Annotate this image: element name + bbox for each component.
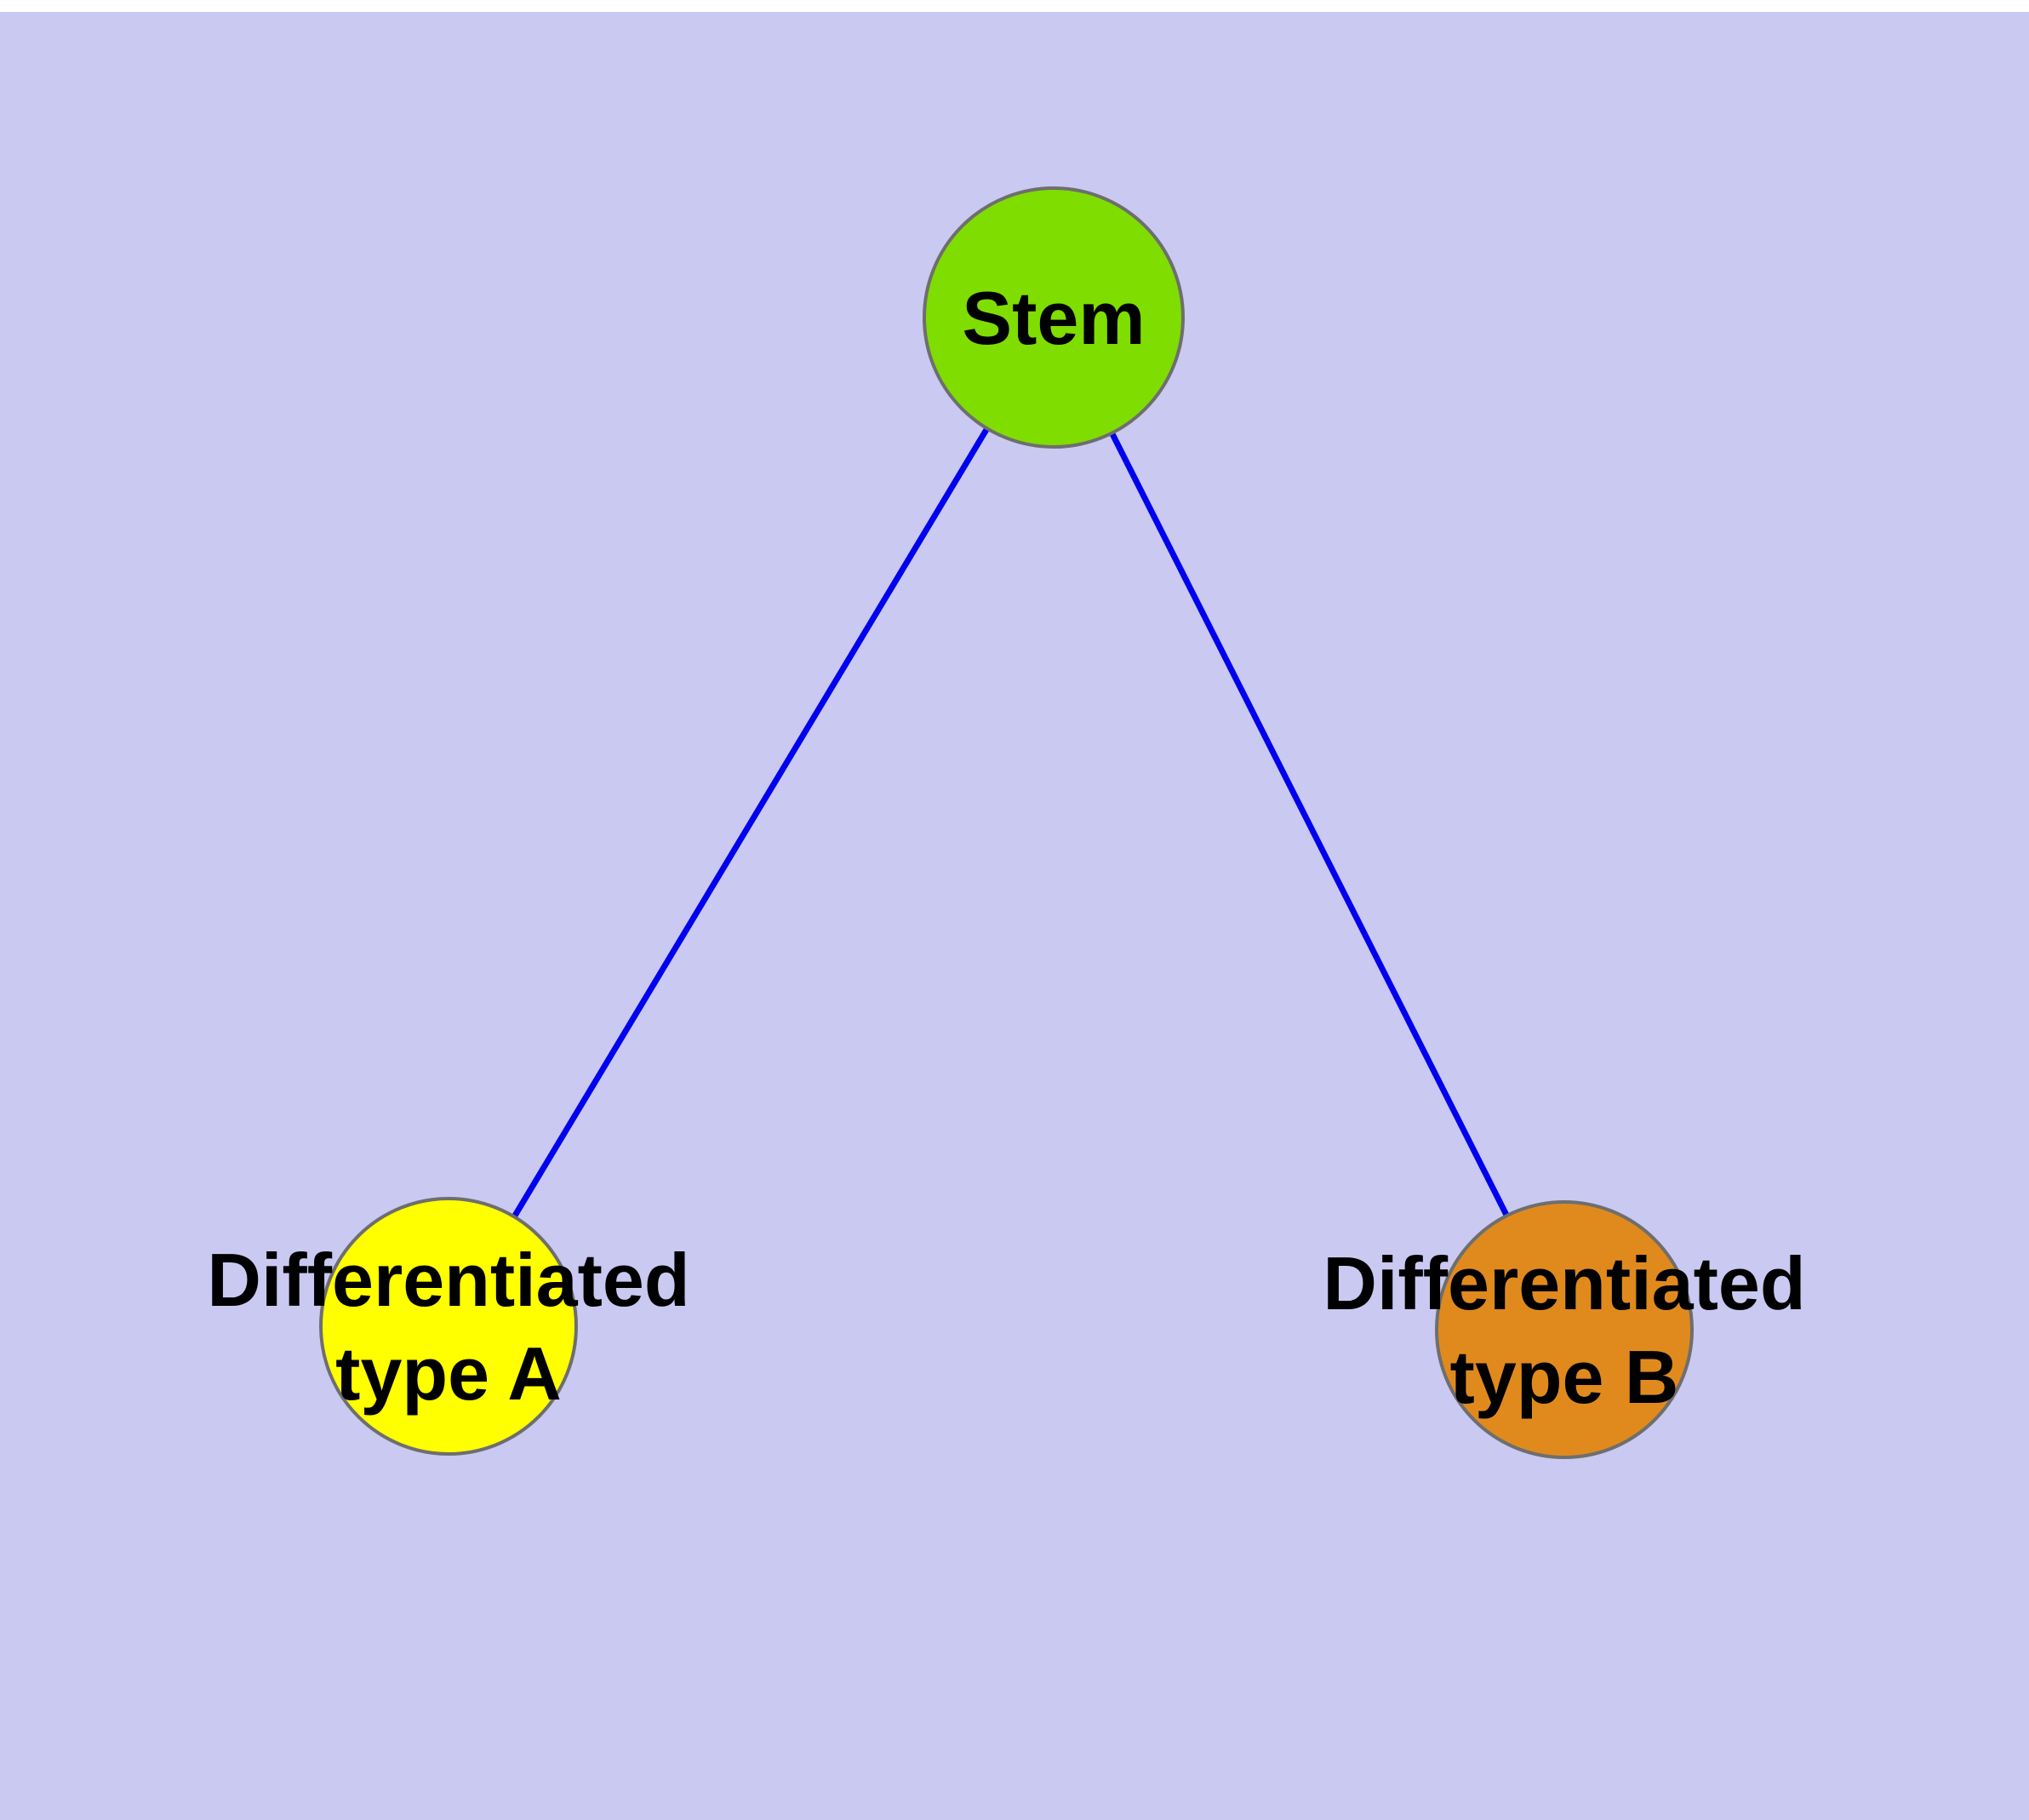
node-type-a-label-line1: Differentiated <box>207 1238 689 1322</box>
edge-stem-to-type-a <box>445 316 1057 1328</box>
node-type-b-label-line2: type B <box>1450 1335 1679 1419</box>
node-stem-label: Stem <box>962 276 1145 360</box>
edge-stem-to-type-b <box>1050 316 1568 1331</box>
node-stem <box>923 186 1185 449</box>
node-type-a-label-line2: type A <box>335 1331 562 1416</box>
node-type-b-label-line1: Differentiated <box>1323 1241 1805 1325</box>
node-differentiated-type-b <box>1435 1200 1694 1459</box>
node-differentiated-type-a <box>319 1197 578 1456</box>
